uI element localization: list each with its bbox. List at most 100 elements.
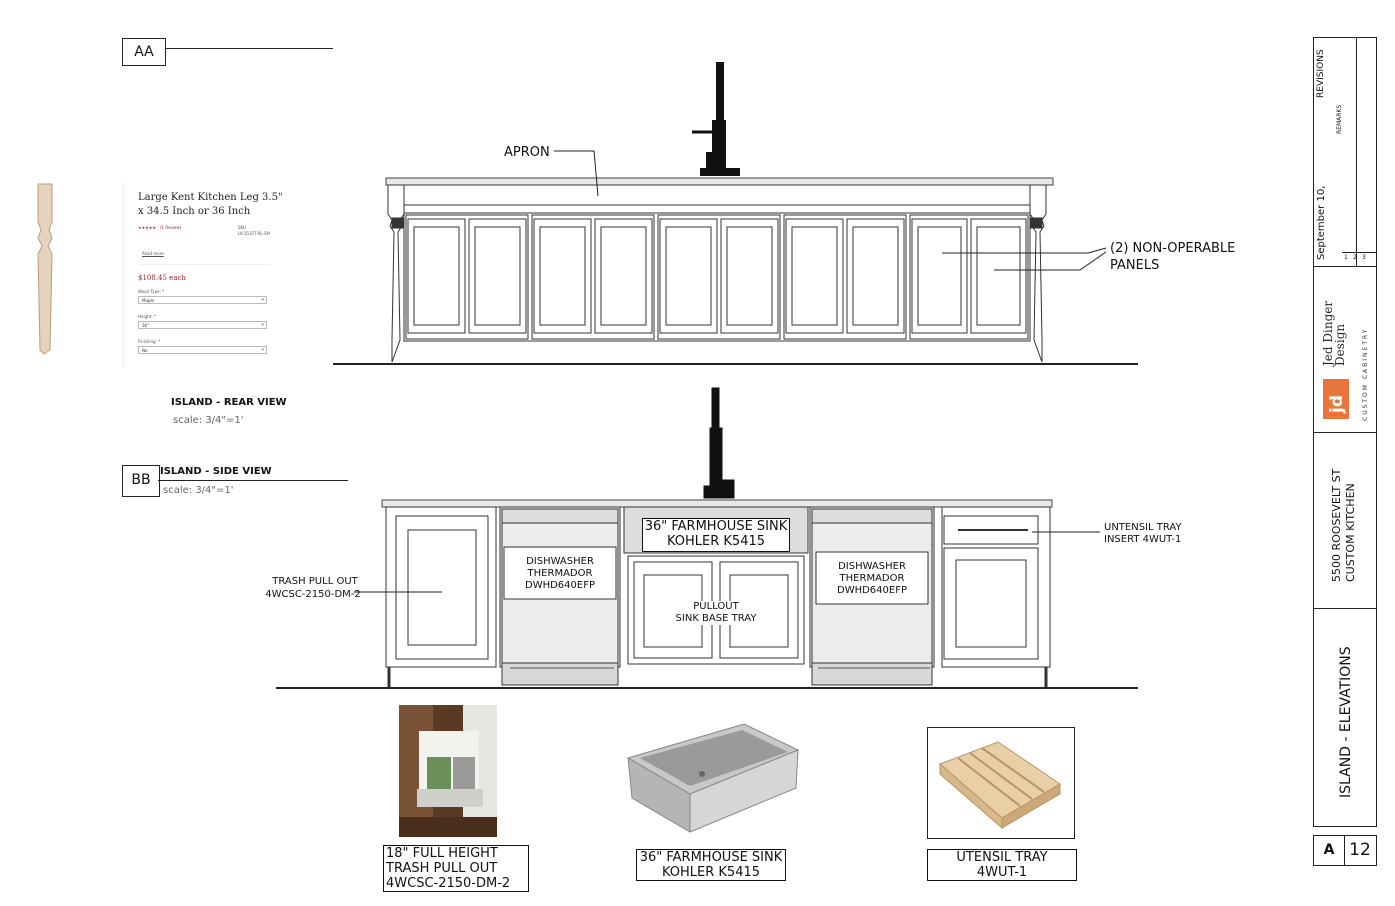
section-tag-aa-text: AA	[134, 44, 154, 60]
project-name: 5500 ROOSEVELT ST CUSTOM KITCHEN	[1330, 469, 1358, 582]
trash-caption-line1: 18" FULL HEIGHT	[386, 846, 498, 861]
rear-panel-inset	[665, 226, 712, 326]
rear-panel-door	[533, 218, 592, 334]
rear-panel-frame	[531, 214, 655, 340]
trash-caption-line2: TRASH PULL OUT	[386, 861, 498, 876]
product-review-count[interactable]: (1 Review)	[160, 225, 182, 230]
sink-label-box: 36" FARMHOUSE SINK KOHLER K5415	[642, 518, 790, 552]
kitchen-leg-image	[37, 183, 53, 355]
rear-panel-door	[407, 218, 466, 334]
title-block: REVISIONS September 10, REMARKS 1 2 3 jd…	[1313, 37, 1377, 827]
product-title-line1: Large Kent Kitchen Leg 3.5"	[138, 192, 283, 203]
pullout-line1: PULLOUT	[693, 601, 739, 612]
rev-row-1: 1	[1344, 254, 1348, 261]
rev-row-2: 2	[1353, 254, 1357, 261]
product-sku: LK-3535T-RL-SM	[238, 231, 270, 236]
rear-panel-door	[594, 218, 653, 334]
pullout-line2: SINK BASE TRAY	[675, 613, 757, 624]
dw-left-line1: DISHWASHER	[526, 556, 594, 567]
project-line2: CUSTOM KITCHEN	[1344, 483, 1357, 582]
section-tag-bb-text: BB	[131, 472, 151, 488]
product-card: Large Kent Kitchen Leg 3.5" x 34.5 Inch …	[123, 182, 283, 368]
rear-panel-frame	[405, 214, 529, 340]
trash-photo-caption: 18" FULL HEIGHT TRASH PULL OUT 4WCSC-215…	[383, 845, 529, 892]
rear-panel-inset	[791, 226, 838, 326]
rear-panel-inset	[852, 226, 899, 326]
farmhouse-sink-photo	[626, 723, 800, 833]
height-select[interactable]: 36" ▾	[138, 321, 267, 329]
company-logo-text: jd	[1327, 395, 1347, 413]
rear-panel-door	[970, 218, 1027, 334]
apron-label: APRON	[504, 145, 550, 160]
product-title-line2: x 34.5 Inch or 36 Inch	[138, 206, 251, 217]
rear-panel-door	[468, 218, 527, 334]
project-section: 5500 ROOSEVELT ST CUSTOM KITCHEN	[1314, 432, 1376, 609]
wood-type-value: Maple	[142, 298, 155, 303]
dw-left-line3: DWHD640EFP	[525, 580, 595, 591]
sink-label-line1: 36" FARMHOUSE SINK	[644, 519, 788, 534]
rear-panels	[405, 214, 1029, 340]
dishwasher-right	[809, 506, 935, 686]
project-line1: 5500 ROOSEVELT ST	[1330, 468, 1343, 582]
rear-panel-inset	[474, 226, 521, 326]
revision-date: September 10,	[1316, 185, 1327, 260]
side-view-title: ISLAND - SIDE VIEW	[160, 466, 272, 477]
company-subtitle: CUSTOM CABINETRY	[1362, 327, 1369, 421]
rear-view-title: ISLAND - REAR VIEW	[171, 397, 287, 408]
rear-panel-inset	[413, 226, 460, 326]
side-view-scale: scale: 3/4"=1'	[163, 485, 234, 496]
trash-note-line1: TRASH PULL OUT	[272, 576, 358, 587]
height-value: 36"	[142, 323, 149, 328]
trash-pullout-photo	[399, 705, 497, 837]
sheet-number-box: A 12	[1313, 835, 1377, 866]
rear-panel-door	[720, 218, 779, 334]
pullout-label: PULLOUT SINK BASE TRAY	[656, 601, 776, 625]
dw-right-line2: THERMADOR	[839, 573, 905, 584]
dishwasher-left	[499, 506, 621, 686]
dw-right-line3: DWHD640EFP	[837, 585, 907, 596]
tray-photo-caption: UTENSIL TRAY 4WUT-1	[927, 849, 1077, 881]
rear-panel-door	[846, 218, 905, 334]
section-aa-leader	[166, 48, 333, 49]
sheet-title: ISLAND - ELEVATIONS	[1338, 646, 1354, 798]
rear-panel-inset	[726, 226, 773, 326]
sink-caption-line1: 36" FARMHOUSE SINK	[639, 850, 783, 865]
utensil-tray-photo-frame	[927, 727, 1075, 839]
chevron-down-icon: ▾	[261, 297, 264, 303]
dw-right-line1: DISHWASHER	[838, 561, 906, 572]
section-tag-aa: AA	[122, 38, 166, 66]
rear-panel-frame	[657, 214, 781, 340]
remarks-label: REMARKS	[1336, 104, 1343, 134]
panels-label-line2: PANELS	[1110, 258, 1160, 273]
finishing-label: Finishing: *	[138, 339, 161, 344]
utensil-tray-photo	[939, 741, 1061, 830]
trash-caption-line3: 4WCSC-2150-DM-2	[386, 876, 511, 891]
company-logo: jd	[1323, 379, 1349, 419]
company-section: jd Jed Dinger Design CUSTOM CABINETRY	[1314, 266, 1376, 433]
finishing-value: No	[142, 348, 148, 353]
rear-panel-frame	[783, 214, 907, 340]
rear-panel-inset	[600, 226, 647, 326]
rear-panel-inset	[917, 226, 962, 326]
panels-label-line1: (2) NON-OPERABLE	[1110, 241, 1236, 256]
rear-panel-door	[911, 218, 968, 334]
dishwasher-left-label: DISHWASHER THERMADOR DWHD640EFP	[504, 556, 616, 592]
rear-panel-frame	[909, 214, 1029, 340]
utensil-tray-note-line2: INSERT 4WUT-1	[1104, 534, 1182, 545]
revisions-section: REVISIONS September 10, REMARKS 1 2 3	[1314, 38, 1376, 267]
wood-type-select[interactable]: Maple ▾	[138, 296, 267, 304]
section-tag-bb: BB	[122, 465, 160, 497]
sheet-letter: A	[1314, 836, 1345, 865]
sink-label-line2: KOHLER K5415	[666, 534, 766, 549]
product-rating: ★★★★★	[138, 225, 156, 230]
chevron-down-icon: ▾	[261, 347, 264, 353]
trash-note-line2: 4WCSC-2150-DM-2	[265, 589, 361, 600]
rear-panel-door	[659, 218, 718, 334]
sheet-title-section: ISLAND - ELEVATIONS	[1314, 608, 1376, 826]
finishing-select[interactable]: No ▾	[138, 346, 267, 354]
rev-row-3: 3	[1362, 254, 1366, 261]
faucet-rear	[692, 62, 740, 176]
product-price: $108.45 each	[138, 274, 186, 282]
read-more-link[interactable]: Read more	[142, 251, 164, 256]
